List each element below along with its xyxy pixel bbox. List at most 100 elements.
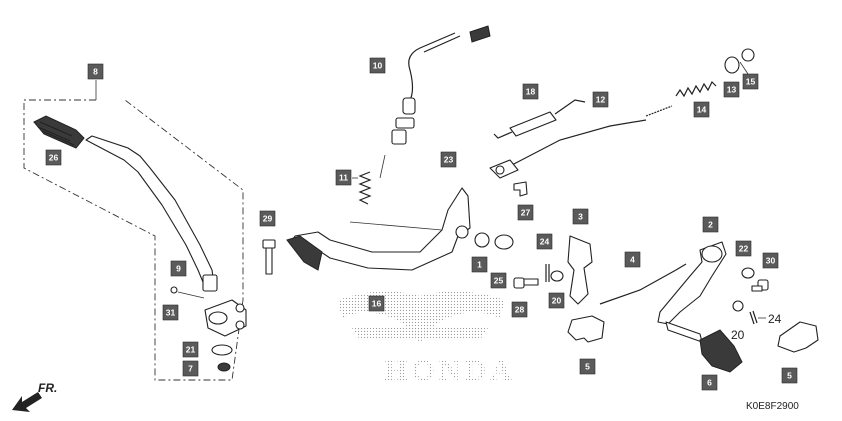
callout-14: 14 bbox=[693, 101, 710, 118]
washer-22 bbox=[741, 267, 755, 279]
kick-rubber bbox=[33, 115, 85, 149]
callout-4: 4 bbox=[624, 251, 641, 268]
callout-16: 16 bbox=[368, 295, 385, 312]
callout-18: 18 bbox=[522, 83, 539, 100]
callout-1: 1 bbox=[471, 256, 488, 273]
callout-23: 23 bbox=[440, 151, 457, 168]
callout-10: 10 bbox=[369, 57, 386, 74]
shift-rubber-6 bbox=[699, 329, 743, 373]
joint-5-right bbox=[777, 321, 819, 353]
kick-arm bbox=[85, 135, 218, 292]
svg-text:18: 18 bbox=[526, 87, 536, 97]
circlip-7 bbox=[217, 362, 231, 372]
kick-boss bbox=[170, 286, 247, 337]
return-spring-18 bbox=[493, 99, 586, 139]
callout-6: 6 bbox=[701, 374, 718, 391]
svg-text:13: 13 bbox=[727, 85, 737, 95]
svg-text:6: 6 bbox=[707, 378, 712, 388]
svg-text:25: 25 bbox=[494, 276, 504, 286]
svg-text:14: 14 bbox=[697, 105, 707, 115]
brake-pedal bbox=[286, 187, 471, 271]
svg-text:5: 5 bbox=[585, 362, 590, 372]
plain-label-20: 20 bbox=[731, 328, 745, 342]
callout-5-left: 5 bbox=[579, 358, 596, 375]
diagram-code: K0E8F2900 bbox=[746, 401, 799, 412]
plain-label-24: 24 bbox=[768, 312, 782, 326]
switch-wire bbox=[379, 25, 491, 179]
callout-20: 20 bbox=[548, 292, 565, 309]
front-direction-label: FR. bbox=[38, 381, 57, 395]
callout-8: 8 bbox=[87, 63, 104, 80]
svg-text:2: 2 bbox=[708, 220, 713, 230]
group-outline-8 bbox=[23, 99, 244, 381]
svg-text:9: 9 bbox=[176, 264, 181, 274]
spring-11 bbox=[358, 171, 372, 205]
callout-30: 30 bbox=[762, 252, 779, 269]
callout-5-right: 5 bbox=[781, 367, 798, 384]
nut-13 bbox=[724, 56, 740, 74]
svg-text:8: 8 bbox=[93, 67, 98, 77]
callout-group: 8 26 29 9 31 21 7 10 11 16 18 12 23 27 1… bbox=[45, 57, 798, 391]
callout-9: 9 bbox=[170, 260, 187, 277]
svg-text:23: 23 bbox=[444, 155, 454, 165]
svg-text:27: 27 bbox=[521, 208, 531, 218]
shift-pedal-2 bbox=[657, 241, 727, 343]
callout-2: 2 bbox=[702, 216, 719, 233]
callout-29: 29 bbox=[259, 210, 276, 227]
callout-31: 31 bbox=[162, 304, 179, 321]
callout-7: 7 bbox=[182, 360, 199, 377]
washer-20-right bbox=[732, 300, 744, 312]
bolt-30 bbox=[751, 279, 769, 292]
svg-text:15: 15 bbox=[746, 77, 756, 87]
bolt-28 bbox=[513, 277, 539, 289]
cotter-pin-24-right bbox=[749, 310, 758, 325]
svg-text:30: 30 bbox=[766, 256, 776, 266]
callout-12: 12 bbox=[592, 91, 609, 108]
svg-text:29: 29 bbox=[263, 214, 273, 224]
callout-21: 21 bbox=[182, 341, 199, 358]
callout-11: 11 bbox=[335, 169, 352, 186]
callout-3: 3 bbox=[572, 208, 589, 225]
joint-5-left bbox=[567, 315, 605, 343]
callout-27: 27 bbox=[517, 204, 534, 221]
bolt-29 bbox=[262, 239, 276, 275]
svg-text:12: 12 bbox=[596, 95, 606, 105]
svg-text:21: 21 bbox=[186, 345, 196, 355]
callout-25: 25 bbox=[490, 272, 507, 289]
spring-14 bbox=[675, 80, 717, 98]
cotter-pin-24 bbox=[545, 264, 550, 282]
shift-rod-4 bbox=[599, 263, 687, 305]
washer-21 bbox=[211, 344, 233, 356]
callout-22: 22 bbox=[735, 240, 752, 257]
svg-text:31: 31 bbox=[166, 308, 176, 318]
pin-27 bbox=[513, 181, 528, 197]
clip-25 bbox=[494, 234, 514, 250]
svg-text:11: 11 bbox=[339, 173, 348, 183]
svg-text:7: 7 bbox=[188, 364, 193, 374]
washer-20 bbox=[550, 270, 564, 282]
washer-1 bbox=[474, 232, 490, 248]
svg-text:10: 10 bbox=[373, 61, 383, 71]
svg-text:22: 22 bbox=[739, 244, 749, 254]
collar-15 bbox=[741, 48, 755, 62]
svg-text:20: 20 bbox=[552, 296, 562, 306]
shift-arm-3 bbox=[567, 235, 593, 305]
callout-15: 15 bbox=[742, 73, 759, 90]
callout-24: 24 bbox=[536, 233, 553, 250]
callout-26: 26 bbox=[45, 149, 62, 166]
svg-text:24: 24 bbox=[540, 237, 550, 247]
brake-rod-12 bbox=[489, 105, 673, 179]
front-direction-arrow: FR. bbox=[12, 381, 57, 412]
callout-13: 13 bbox=[723, 81, 740, 98]
svg-text:4: 4 bbox=[630, 255, 635, 265]
svg-text:28: 28 bbox=[515, 305, 525, 315]
callout-28: 28 bbox=[511, 301, 528, 318]
honda-wing-logo: HONDA bbox=[338, 291, 516, 387]
svg-text:16: 16 bbox=[372, 299, 382, 309]
svg-text:26: 26 bbox=[49, 153, 59, 163]
svg-text:5: 5 bbox=[787, 371, 792, 381]
svg-text:3: 3 bbox=[578, 212, 583, 222]
svg-text:1: 1 bbox=[477, 260, 482, 270]
honda-logo-text: HONDA bbox=[384, 354, 516, 387]
